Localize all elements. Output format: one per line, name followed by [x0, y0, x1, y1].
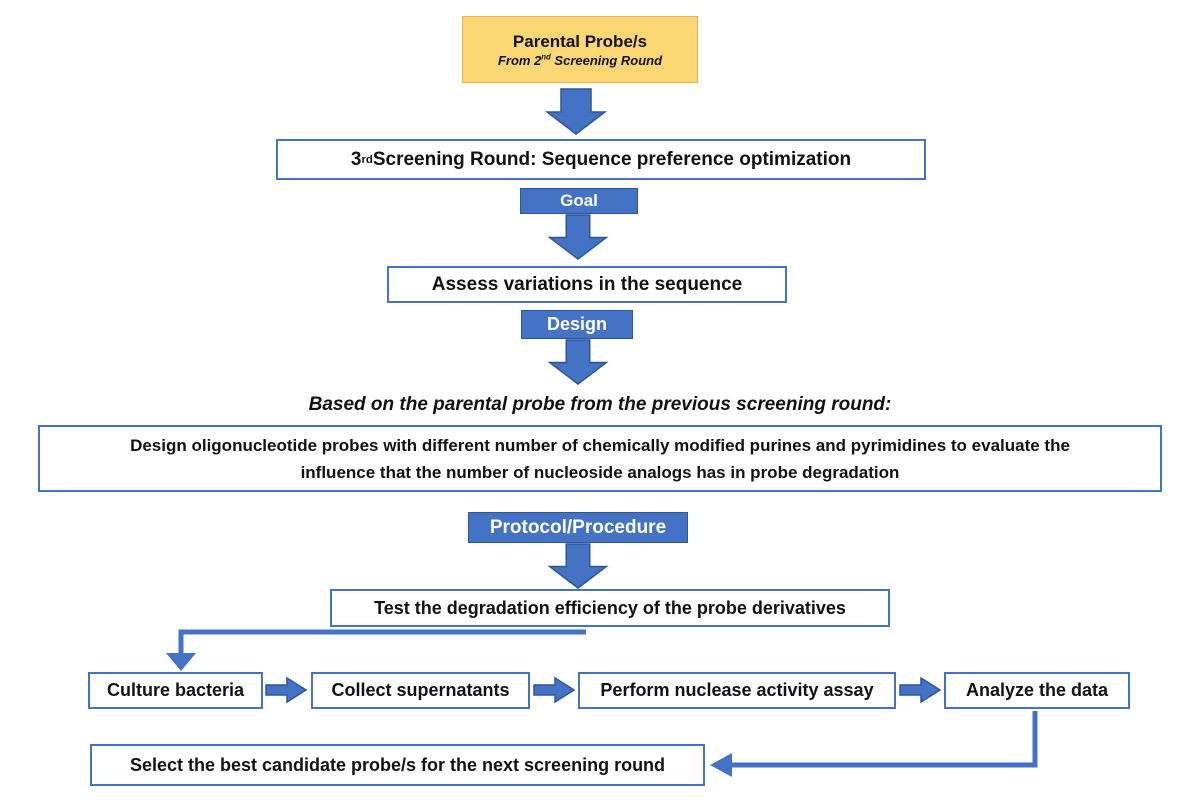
node-collect-supernatants: Collect supernatants	[311, 672, 530, 709]
block-arrow-down-icon	[545, 88, 607, 135]
design-probes-line2: influence that the number of nucleoside …	[300, 462, 900, 482]
node-assess-variations: Assess variations in the sequence	[387, 266, 787, 303]
block-arrow-right-icon	[265, 676, 307, 704]
parental-subtitle-sup: nd	[541, 52, 551, 62]
parental-subtitle-pre: From 2	[497, 52, 542, 68]
node-analyze-data: Analyze the data	[944, 672, 1130, 709]
node-culture-bacteria: Culture bacteria	[88, 672, 263, 709]
node-perform-assay: Perform nuclease activity assay	[578, 672, 896, 709]
block-arrow-down-icon	[547, 339, 609, 385]
assess-label: Assess variations in the sequence	[431, 273, 743, 295]
elbow-connector-arrow-icon	[710, 711, 1038, 777]
block-arrow-right-icon	[533, 676, 575, 704]
step-label: Culture bacteria	[106, 680, 245, 700]
goal-label: Goal	[560, 191, 598, 210]
test-degradation-label: Test the degradation efficiency of the p…	[374, 597, 846, 618]
node-select-best-candidate: Select the best candidate probe/s for th…	[90, 744, 705, 786]
tag-design: Design	[521, 310, 633, 339]
tag-goal: Goal	[520, 188, 638, 214]
block-arrow-down-icon	[547, 543, 609, 589]
text-based-on-parental: Based on the parental probe from the pre…	[308, 394, 892, 415]
node-parental-probe: Parental Probe/s From 2nd Screening Roun…	[462, 16, 698, 83]
parental-subtitle-post: Screening Round	[550, 52, 663, 68]
block-arrow-down-icon	[547, 214, 609, 260]
protocol-label: Protocol/Procedure	[489, 516, 667, 538]
tag-protocol-procedure: Protocol/Procedure	[468, 512, 688, 543]
node-design-probes: Design oligonucleotide probes with diffe…	[38, 425, 1162, 492]
select-best-label: Select the best candidate probe/s for th…	[129, 754, 666, 775]
design-label: Design	[546, 314, 607, 334]
parental-probe-subtitle: From 2nd Screening Round	[498, 52, 662, 69]
step-label: Analyze the data	[965, 680, 1109, 700]
design-probes-line1: Design oligonucleotide probes with diffe…	[130, 435, 1070, 455]
elbow-connector-arrow-icon	[166, 629, 586, 671]
block-arrow-right-icon	[899, 676, 941, 704]
node-test-degradation: Test the degradation efficiency of the p…	[330, 589, 890, 627]
step-label: Collect supernatants	[331, 680, 510, 700]
round3-pre: 3	[350, 148, 362, 170]
step-label: Perform nuclease activity assay	[600, 680, 874, 700]
round3-post: Screening Round: Sequence preference opt…	[372, 148, 852, 170]
parental-probe-title: Parental Probe/s	[512, 31, 648, 51]
